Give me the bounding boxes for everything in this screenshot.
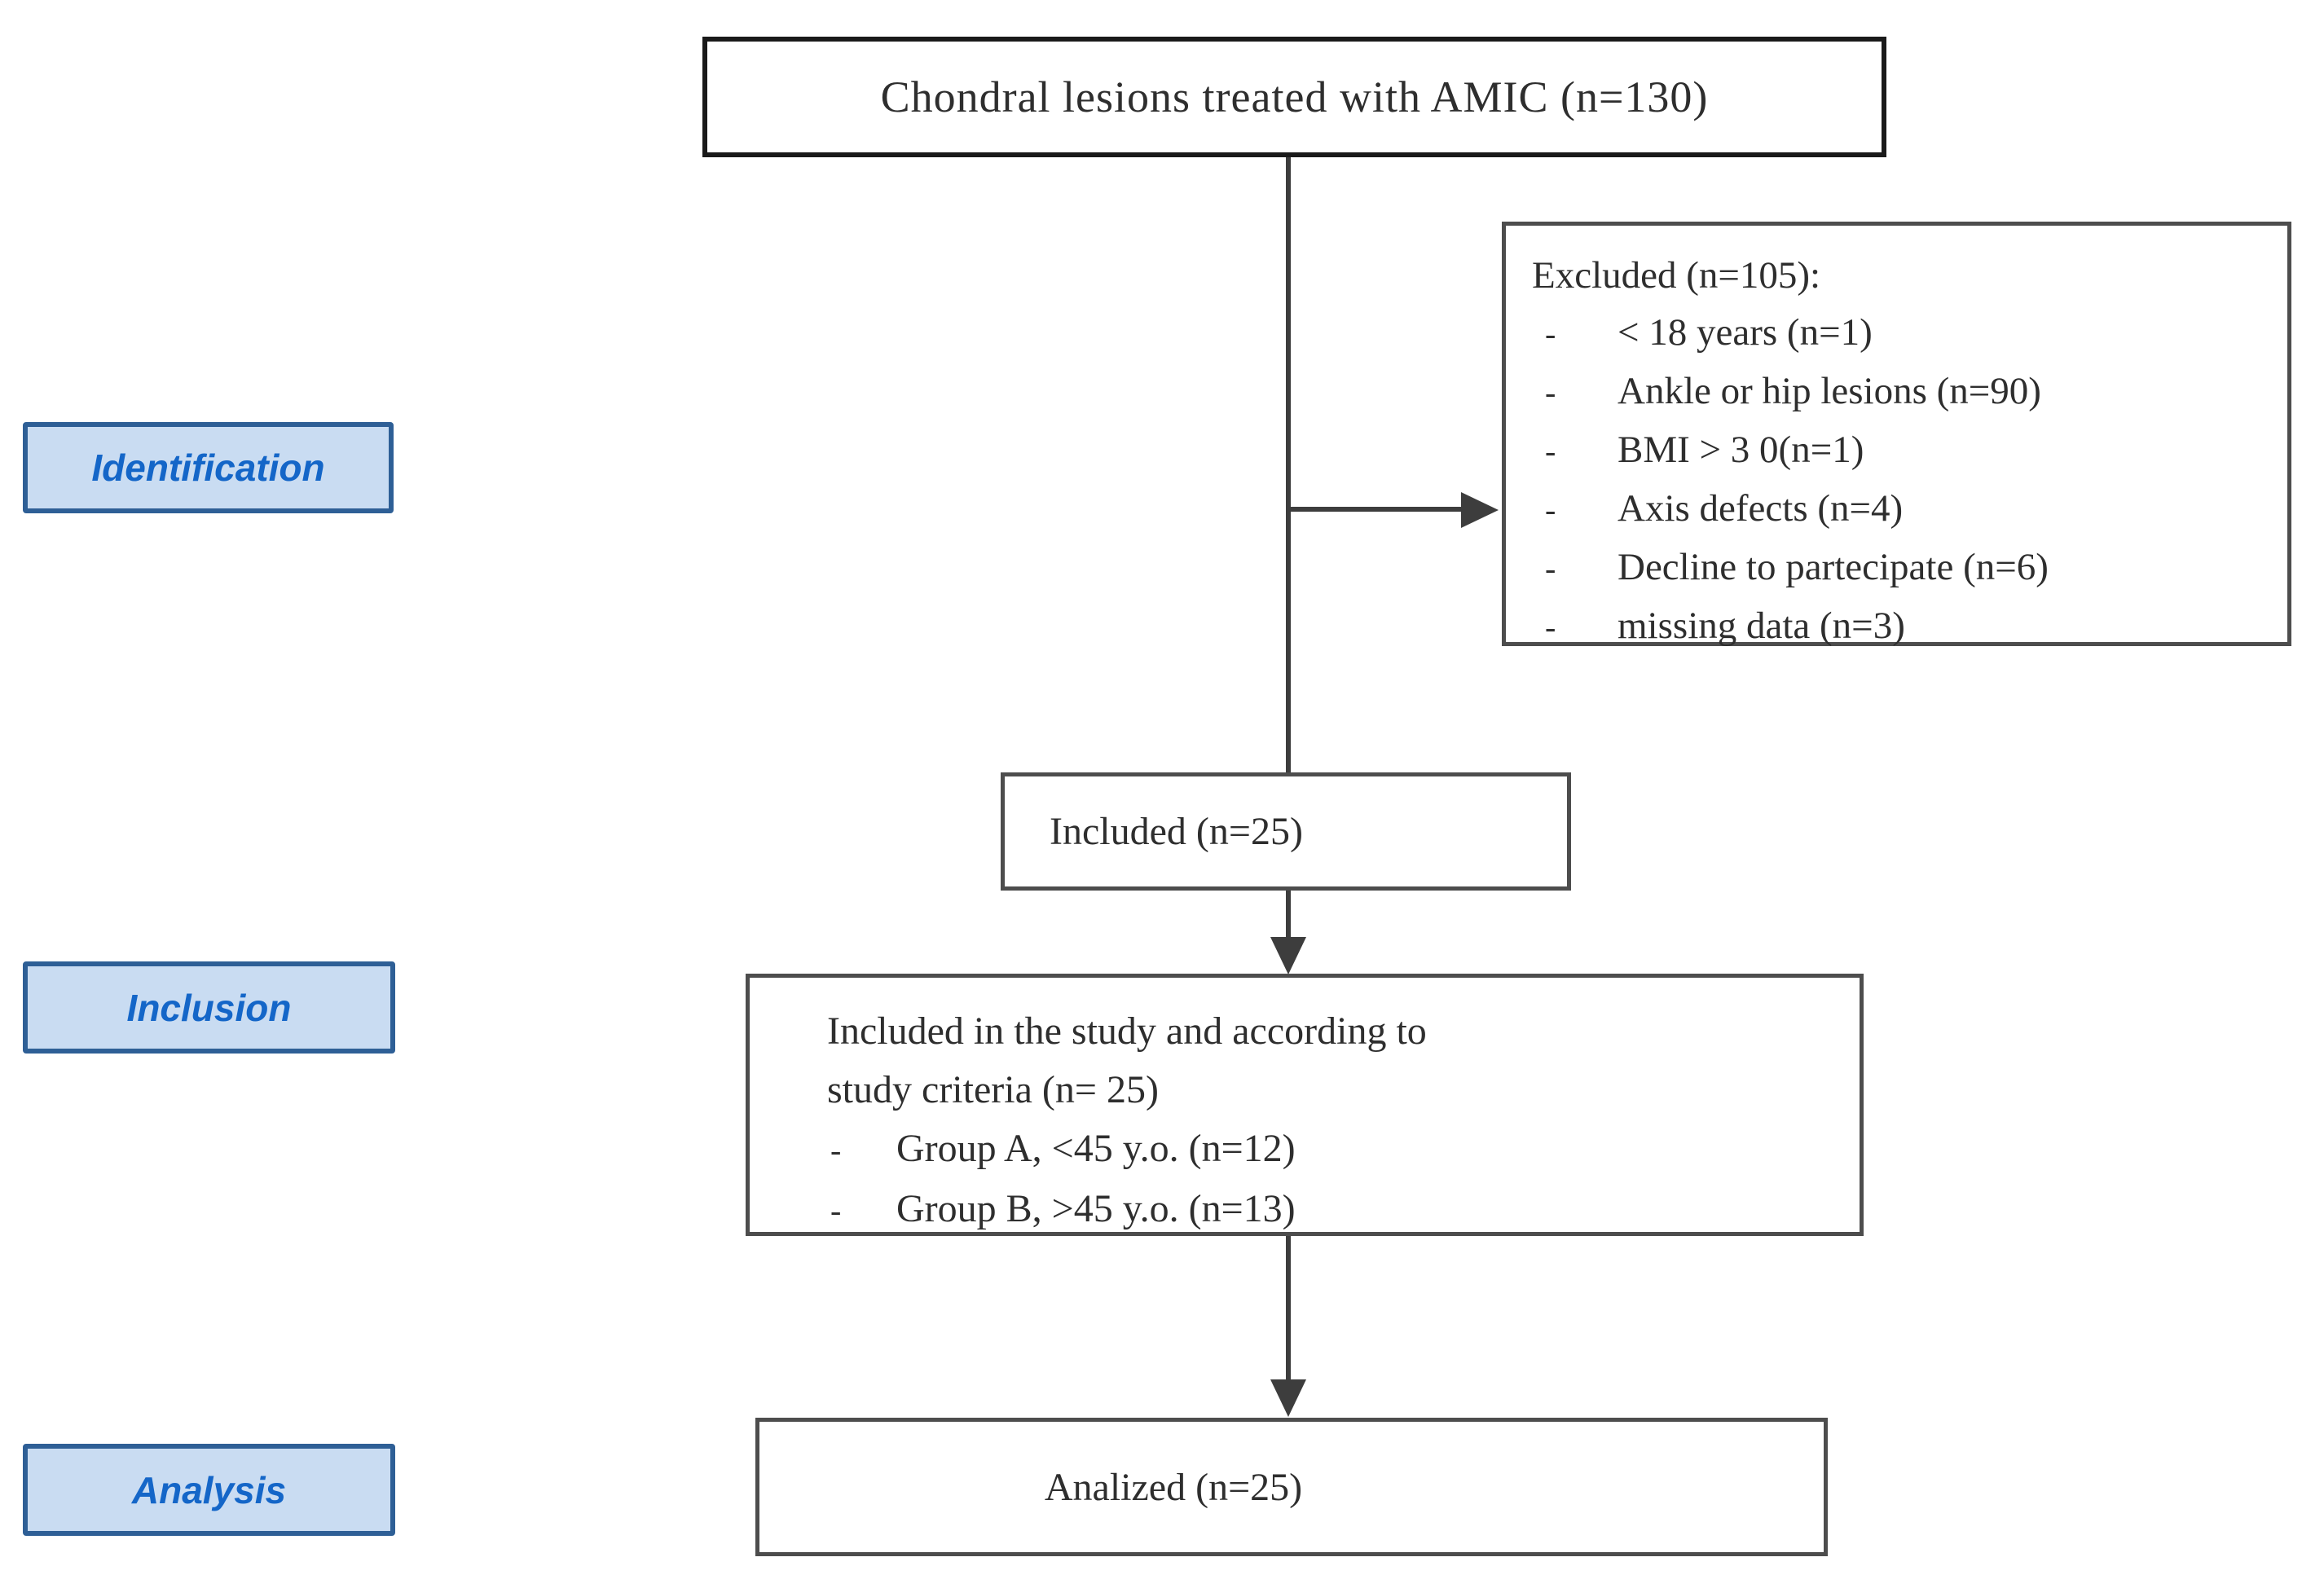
bullet-dash-icon: - [830,1192,842,1229]
criteria-item-text: Group A, <45 y.o. (n=12) [896,1127,1296,1170]
arrowhead-down-icon [1270,1379,1306,1417]
stage-label-inclusion: Inclusion [23,961,395,1054]
stage-label-identification: Identification [23,422,394,513]
criteria-line-1: Included in the study and according to [827,1010,1427,1053]
top-box-label: Chondral lesions treated with AMIC (n=13… [880,73,1709,121]
excluded-item-text: BMI > 3 0(n=1) [1618,429,1864,471]
excluded-item: - < 18 years (n=1) [1532,304,2273,363]
stage-label-text: Inclusion [126,986,292,1029]
excluded-item-text: missing data (n=3) [1618,605,1905,647]
connector-branch-to-excluded [1286,507,1461,512]
arrowhead-right-icon [1461,492,1499,528]
stage-label-text: Analysis [131,1468,287,1511]
bullet-dash-icon: - [1545,609,1556,645]
included-label: Included (n=25) [1050,810,1303,853]
stage-label-analysis: Analysis [23,1444,395,1536]
excluded-box: Excluded (n=105): - < 18 years (n=1) - A… [1502,222,2291,647]
excluded-item: - Decline to partecipate (n=6) [1532,539,2273,597]
excluded-title: Excluded (n=105): [1532,254,1821,297]
criteria-item: - Group B, >45 y.o. (n=13) [827,1180,1845,1240]
criteria-box: Included in the study and according to s… [746,974,1864,1236]
bullet-dash-icon: - [830,1132,842,1168]
excluded-item: - Axis defects (n=4) [1532,480,2273,539]
connector-top-to-included [1286,157,1291,772]
bullet-dash-icon: - [1545,491,1556,528]
bullet-dash-icon: - [1545,374,1556,411]
top-box-chondral-lesions: Chondral lesions treated with AMIC (n=13… [702,37,1886,157]
connector-criteria-to-analyzed [1286,1236,1291,1383]
bullet-dash-icon: - [1545,433,1556,469]
excluded-item-text: Decline to partecipate (n=6) [1618,546,2049,588]
excluded-item: - BMI > 3 0(n=1) [1532,421,2273,480]
included-box: Included (n=25) [1001,772,1571,891]
analyzed-box: Analized (n=25) [755,1418,1828,1556]
criteria-item: - Group A, <45 y.o. (n=12) [827,1120,1845,1180]
arrowhead-down-icon [1270,937,1306,974]
bullet-dash-icon: - [1545,315,1556,352]
analyzed-label: Analized (n=25) [1044,1465,1303,1509]
criteria-item-text: Group B, >45 y.o. (n=13) [896,1187,1296,1230]
excluded-item-text: Ankle or hip lesions (n=90) [1618,370,2041,412]
criteria-line-2: study criteria (n= 25) [827,1068,1159,1111]
excluded-item-text: Axis defects (n=4) [1618,487,1904,530]
excluded-item-text: < 18 years (n=1) [1618,311,1873,354]
bullet-dash-icon: - [1545,550,1556,587]
connector-included-to-criteria [1286,891,1291,941]
stage-label-text: Identification [91,446,325,489]
excluded-item: - missing data (n=3) [1532,597,2273,656]
excluded-item: - Ankle or hip lesions (n=90) [1532,363,2273,421]
